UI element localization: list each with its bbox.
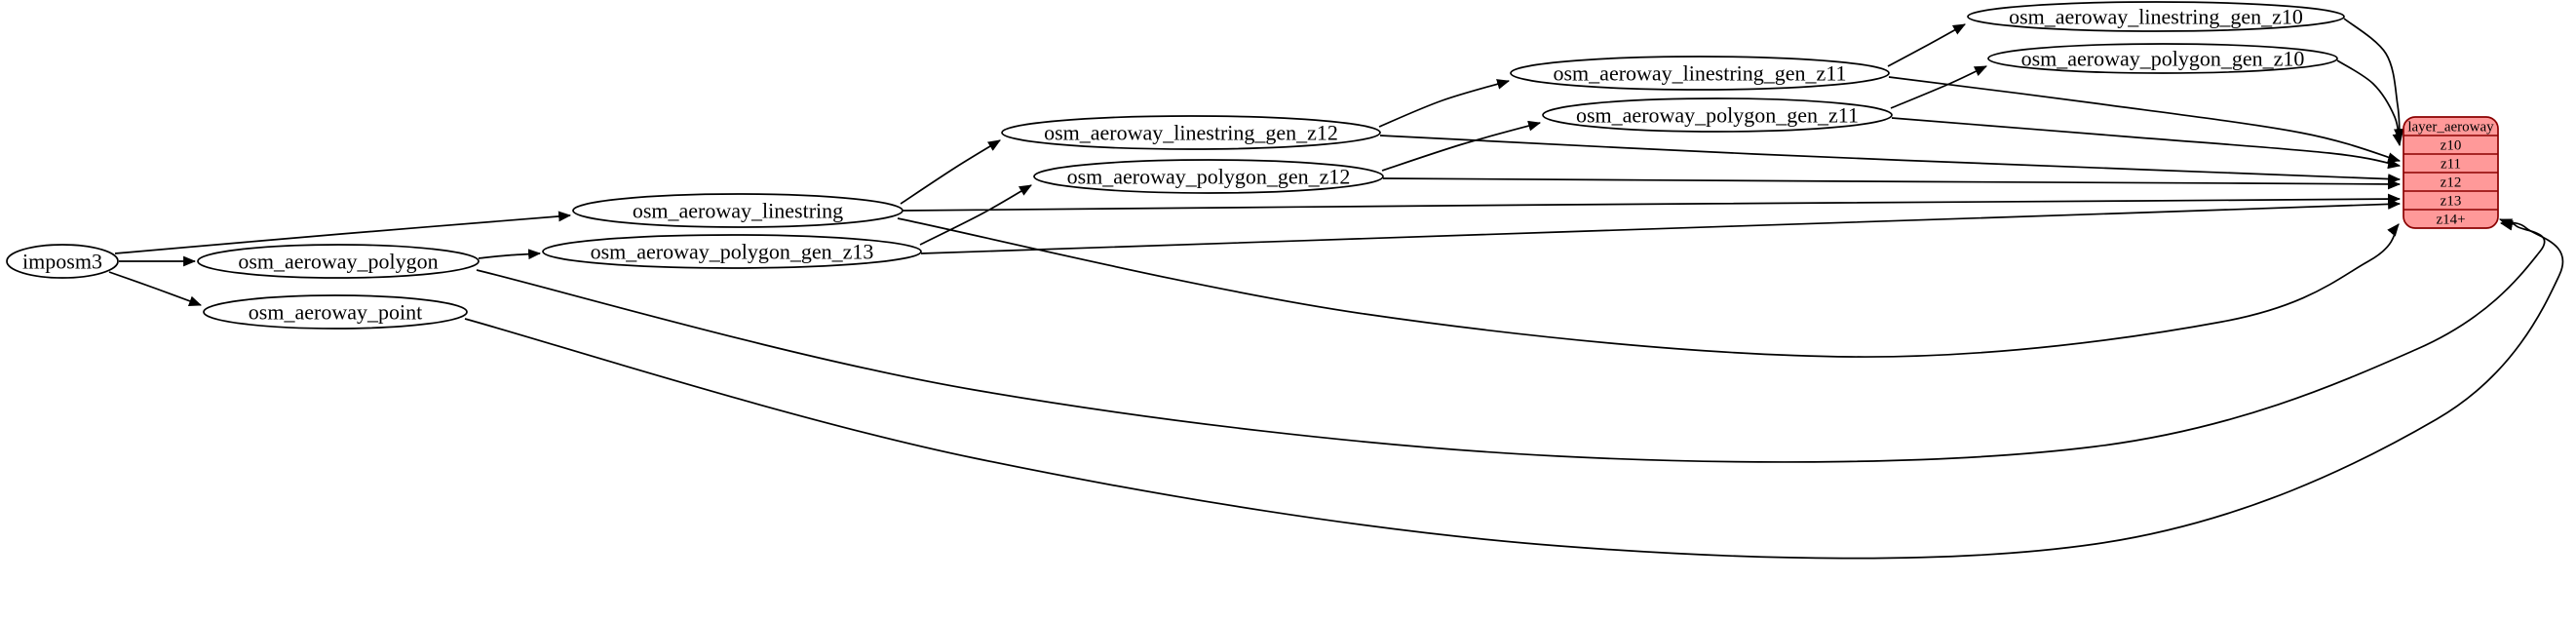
node-osm_aeroway_polygon_gen_z13: osm_aeroway_polygon_gen_z13 — [542, 234, 922, 269]
edge-osm_aeroway_polygon_gen_z13-to-layer_aeroway-z13 — [920, 198, 2402, 254]
edge-osm_aeroway_polygon_gen_z12-to-layer_aeroway-z12 — [1382, 177, 2402, 190]
node-label-osm_aeroway_polygon_gen_z12: osm_aeroway_polygon_gen_z12 — [1067, 165, 1351, 189]
edge-osm_aeroway_linestring_gen_z11-to-osm_aeroway_linestring_gen_z10 — [1887, 23, 1966, 67]
node-ellipse-osm_aeroway_linestring — [572, 193, 904, 228]
node-ellipse-osm_aeroway_polygon_gen_z12 — [1033, 159, 1384, 194]
node-osm_aeroway_polygon_gen_z12: osm_aeroway_polygon_gen_z12 — [1033, 159, 1384, 194]
node-label-osm_aeroway_linestring: osm_aeroway_linestring — [633, 199, 843, 223]
edge-osm_aeroway_linestring_gen_z10-to-layer_aeroway-z10 — [2343, 18, 2404, 142]
edge-osm_aeroway_polygon_gen_z12-to-osm_aeroway_polygon_gen_z11 — [1381, 120, 1542, 172]
edge-imposm3-to-osm_aeroway_linestring — [114, 211, 572, 254]
node-osm_aeroway_point: osm_aeroway_point — [203, 294, 468, 330]
record-row-z11: z11 — [2441, 157, 2461, 173]
node-ellipse-osm_aeroway_linestring_gen_z11 — [1510, 56, 1890, 91]
node-ellipse-imposm3 — [6, 244, 119, 279]
node-label-osm_aeroway_polygon_gen_z13: osm_aeroway_polygon_gen_z13 — [591, 240, 874, 264]
edge-osm_aeroway_polygon_gen_z10-to-layer_aeroway-z10 — [2336, 59, 2403, 147]
record-row-z12: z12 — [2441, 175, 2462, 191]
edge-osm_aeroway_linestring_gen_z12-to-osm_aeroway_linestring_gen_z11 — [1378, 79, 1511, 128]
edge-osm_aeroway_linestring_gen_z12-to-layer_aeroway-z12 — [1379, 135, 2402, 184]
node-label-osm_aeroway_linestring_gen_z10: osm_aeroway_linestring_gen_z10 — [2009, 5, 2303, 29]
edges-layer — [108, 18, 2564, 560]
record-layer: layer_aeroway z10 z11 z12 z13 z14+ — [2403, 116, 2499, 229]
node-ellipse-osm_aeroway_polygon_gen_z11 — [1542, 97, 1893, 133]
node-osm_aeroway_linestring_gen_z11: osm_aeroway_linestring_gen_z11 — [1510, 56, 1890, 91]
edge-osm_aeroway_polygon_gen_z11-to-layer_aeroway-z11 — [1891, 117, 2402, 170]
node-label-imposm3: imposm3 — [22, 250, 102, 274]
node-imposm3: imposm3 — [6, 244, 119, 279]
node-label-osm_aeroway_linestring_gen_z11: osm_aeroway_linestring_gen_z11 — [1554, 61, 1847, 86]
nodes-layer: imposm3 osm_aeroway_polygon osm_aeroway_po… — [6, 1, 2345, 330]
node-label-osm_aeroway_point: osm_aeroway_point — [249, 300, 422, 325]
node-label-osm_aeroway_polygon_gen_z10: osm_aeroway_polygon_gen_z10 — [2021, 47, 2305, 71]
node-osm_aeroway_linestring_gen_z10: osm_aeroway_linestring_gen_z10 — [1967, 1, 2345, 32]
node-ellipse-osm_aeroway_linestring_gen_z12 — [1001, 115, 1381, 150]
edge-osm_aeroway_linestring-to-layer_aeroway-z13 — [902, 193, 2402, 212]
node-osm_aeroway_linestring: osm_aeroway_linestring — [572, 193, 904, 228]
node-osm_aeroway_linestring_gen_z12: osm_aeroway_linestring_gen_z12 — [1001, 115, 1381, 150]
record-layer_aeroway: layer_aeroway z10 z11 z12 z13 z14+ — [2403, 116, 2499, 229]
record-title-layer_aeroway: layer_aeroway — [2407, 120, 2494, 136]
node-ellipse-osm_aeroway_polygon_gen_z10 — [1987, 43, 2338, 74]
node-ellipse-osm_aeroway_polygon — [197, 244, 480, 279]
record-row-z13: z13 — [2441, 194, 2462, 210]
node-osm_aeroway_polygon_gen_z10: osm_aeroway_polygon_gen_z10 — [1987, 43, 2338, 74]
edge-osm_aeroway_linestring_gen_z11-to-layer_aeroway-z11 — [1888, 76, 2402, 163]
node-osm_aeroway_polygon_gen_z11: osm_aeroway_polygon_gen_z11 — [1542, 97, 1893, 133]
node-ellipse-osm_aeroway_point — [203, 294, 468, 330]
edge-osm_aeroway_polygon-to-layer_aeroway-z14+ — [476, 218, 2546, 463]
node-ellipse-osm_aeroway_polygon_gen_z13 — [542, 234, 922, 269]
edge-osm_aeroway_point-to-layer_aeroway-z14+ — [464, 219, 2564, 560]
edge-osm_aeroway_polygon_gen_z13-to-osm_aeroway_polygon_gen_z12 — [919, 184, 1032, 246]
edge-imposm3-to-osm_aeroway_point — [108, 271, 203, 306]
record-row-z14+: z14+ — [2436, 213, 2465, 228]
node-label-osm_aeroway_linestring_gen_z12: osm_aeroway_linestring_gen_z12 — [1044, 121, 1338, 145]
record-row-z10: z10 — [2441, 138, 2462, 154]
node-ellipse-osm_aeroway_linestring_gen_z10 — [1967, 1, 2345, 32]
node-label-osm_aeroway_polygon: osm_aeroway_polygon — [238, 250, 438, 274]
edge-osm_aeroway_linestring-to-osm_aeroway_linestring_gen_z12 — [900, 139, 1001, 205]
edge-osm_aeroway_linestring-to-layer_aeroway-z14+ — [897, 217, 2400, 358]
node-osm_aeroway_polygon: osm_aeroway_polygon — [197, 244, 480, 279]
node-label-osm_aeroway_polygon_gen_z11: osm_aeroway_polygon_gen_z11 — [1576, 103, 1859, 128]
edge-osm_aeroway_polygon-to-osm_aeroway_polygon_gen_z13 — [478, 249, 542, 260]
